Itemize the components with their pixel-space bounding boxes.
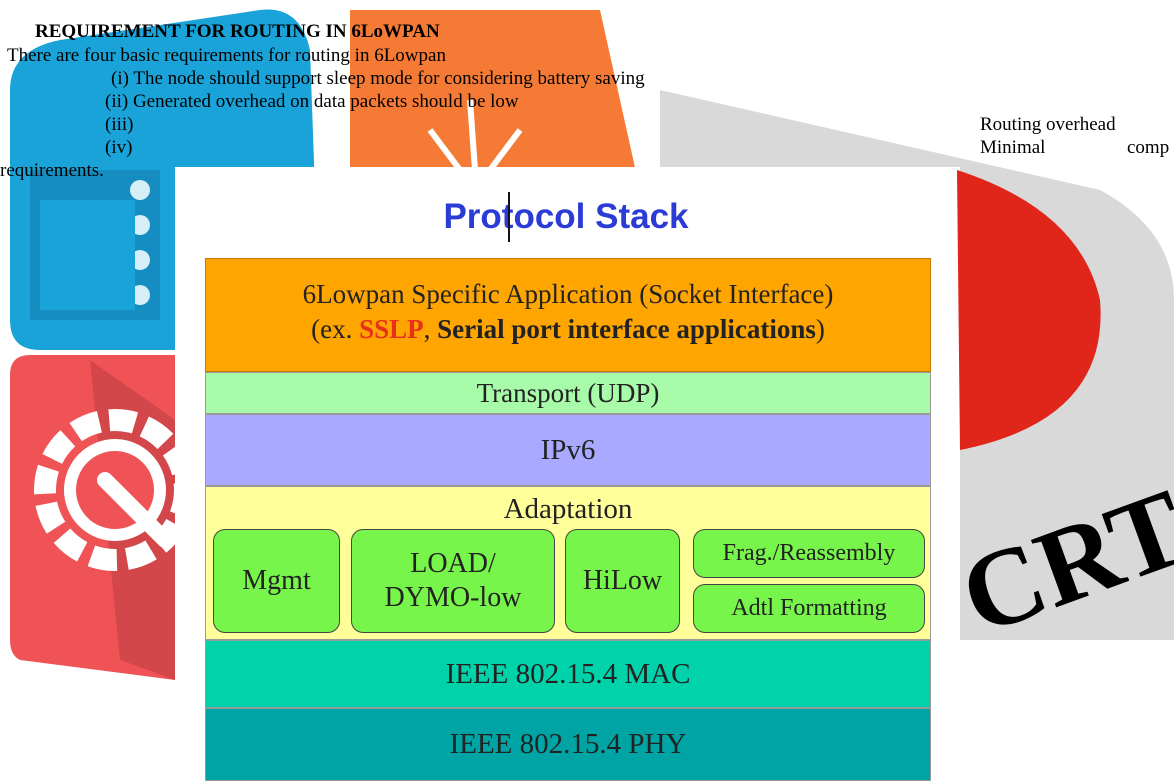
mgmt-module: Mgmt xyxy=(213,529,340,633)
phy-layer: IEEE 802.15.4 PHY xyxy=(205,708,931,781)
ipv6-layer: IPv6 xyxy=(205,414,931,486)
figure-title: Protocol Stack xyxy=(443,197,689,236)
requirement-item-3: (iii) xyxy=(105,114,134,135)
formatting-module: Adtl Formatting xyxy=(693,584,925,633)
serial-port-label: Serial port interface applications xyxy=(437,314,816,344)
intro-paragraph: There are four basic requirements for ro… xyxy=(7,45,446,66)
section-heading: REQUIREMENT FOR ROUTING IN 6LoWPAN xyxy=(35,21,440,42)
comp-fragment: comp xyxy=(1127,137,1170,158)
requirement-item-1: (i) The node should support sleep mode f… xyxy=(111,68,645,89)
protocol-stack-figure: Protocol Stack 6Lowpan Specific Applicat… xyxy=(175,167,957,781)
application-layer: 6Lowpan Specific Application (Socket Int… xyxy=(205,258,931,372)
fragmentation-module: Frag./Reassembly xyxy=(693,529,925,578)
text-cursor xyxy=(508,192,510,242)
application-line-2: (ex. SSLP, Serial port interface applica… xyxy=(311,314,825,344)
adaptation-title: Adaptation xyxy=(503,493,633,525)
load-label: LOAD/ xyxy=(410,548,496,579)
hilow-module: HiLow xyxy=(565,529,680,633)
minimal-fragment: Minimal xyxy=(980,137,1046,158)
mac-layer: IEEE 802.15.4 MAC xyxy=(205,640,931,708)
transport-layer: Transport (UDP) xyxy=(205,372,931,414)
adaptation-layer: Adaptation Mgmt LOAD/ DYMO-low HiLow Fra… xyxy=(205,486,931,640)
requirement-item-4: (iv) xyxy=(105,137,133,158)
dymo-label: DYMO-low xyxy=(384,582,522,613)
load-dymo-module: LOAD/ DYMO-low xyxy=(351,529,555,633)
sslp-label: SSLP xyxy=(359,314,424,344)
requirement-item-2: (ii) Generated overhead on data packets … xyxy=(105,91,519,112)
routing-overhead-fragment: Routing overhead xyxy=(980,114,1116,135)
requirements-fragment: requirements. xyxy=(0,160,104,181)
application-line-1: 6Lowpan Specific Application (Socket Int… xyxy=(302,279,834,309)
